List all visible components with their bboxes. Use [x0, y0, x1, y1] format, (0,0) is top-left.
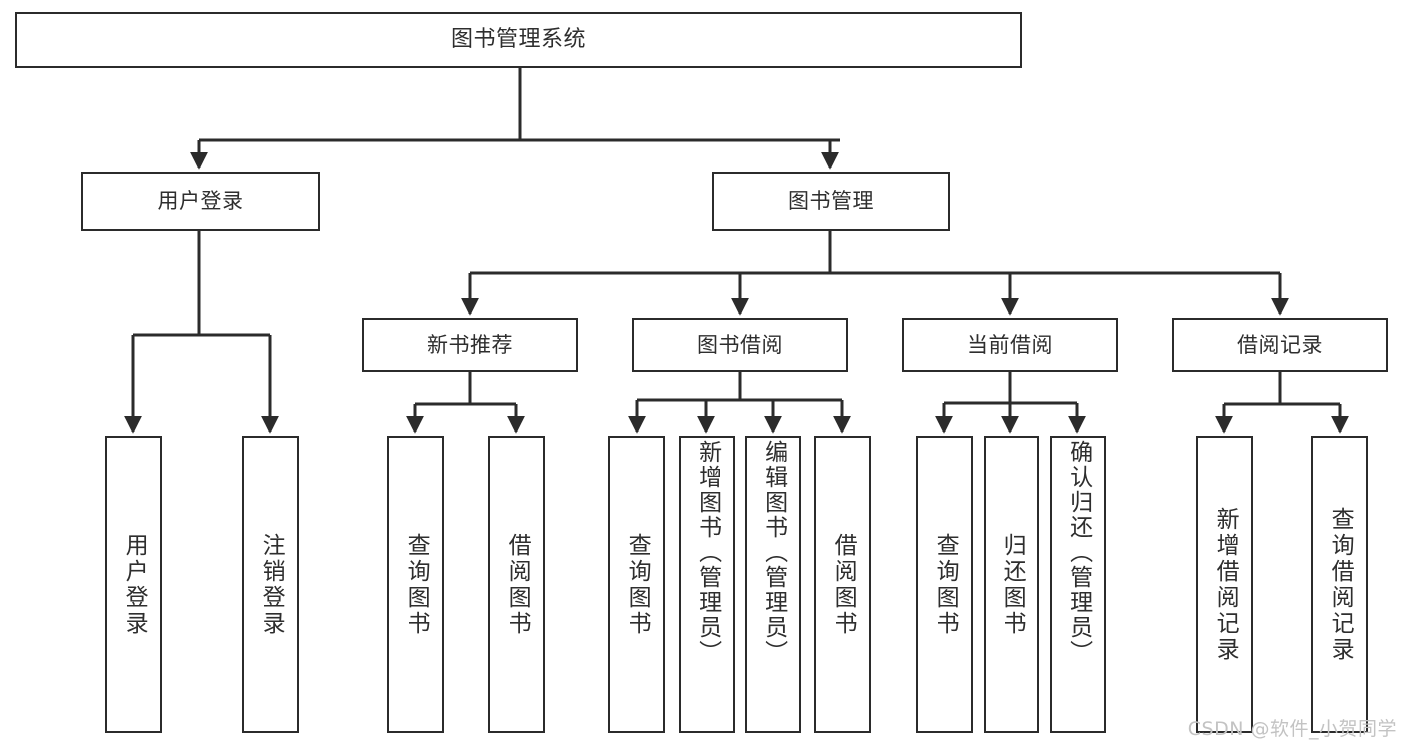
leaf-edit-book-admin-label: 编辑图书（管理员） — [760, 440, 787, 665]
leaf-query-book-recommend[interactable]: 查询图书 — [387, 436, 444, 733]
leaf-edit-book-admin[interactable]: 编辑图书（管理员） — [745, 436, 801, 733]
leaf-borrow-book[interactable]: 借阅图书 — [814, 436, 871, 733]
node-book-borrow-label: 图书借阅 — [697, 332, 783, 357]
leaf-logout[interactable]: 注销登录 — [242, 436, 299, 733]
leaf-add-book-admin-label: 新增图书（管理员） — [694, 440, 721, 665]
leaf-query-book-current[interactable]: 查询图书 — [916, 436, 973, 733]
node-book-management[interactable]: 图书管理 — [712, 172, 950, 231]
leaf-query-book-borrow[interactable]: 查询图书 — [608, 436, 665, 733]
leaf-borrow-book-recommend-label: 借阅图书 — [504, 532, 531, 637]
node-current-borrow-label: 当前借阅 — [967, 332, 1053, 357]
leaf-confirm-return-admin[interactable]: 确认归还（管理员） — [1050, 436, 1106, 733]
node-book-borrow[interactable]: 图书借阅 — [632, 318, 848, 372]
node-user-login-label: 用户登录 — [157, 189, 244, 213]
node-user-login[interactable]: 用户登录 — [81, 172, 320, 231]
node-root[interactable]: 图书管理系统 — [15, 12, 1022, 68]
node-borrow-record-label: 借阅记录 — [1237, 332, 1323, 357]
node-root-label: 图书管理系统 — [450, 27, 586, 52]
node-book-management-label: 图书管理 — [788, 189, 874, 213]
node-new-book-recommend[interactable]: 新书推荐 — [362, 318, 578, 372]
leaf-confirm-return-admin-label: 确认归还（管理员） — [1065, 440, 1092, 665]
leaf-query-book-current-label: 查询图书 — [932, 532, 959, 637]
leaf-return-book-label: 归还图书 — [999, 532, 1026, 637]
leaf-user-login-label: 用户登录 — [121, 532, 148, 637]
leaf-query-borrow-record-label: 查询借阅记录 — [1327, 506, 1354, 663]
node-borrow-record[interactable]: 借阅记录 — [1172, 318, 1388, 372]
leaf-add-borrow-record[interactable]: 新增借阅记录 — [1196, 436, 1253, 733]
leaf-return-book[interactable]: 归还图书 — [984, 436, 1039, 733]
leaf-query-book-recommend-label: 查询图书 — [403, 532, 430, 637]
leaf-add-book-admin[interactable]: 新增图书（管理员） — [679, 436, 735, 733]
leaf-user-login[interactable]: 用户登录 — [105, 436, 162, 733]
leaf-borrow-book-recommend[interactable]: 借阅图书 — [488, 436, 545, 733]
leaf-query-borrow-record[interactable]: 查询借阅记录 — [1311, 436, 1368, 733]
node-current-borrow[interactable]: 当前借阅 — [902, 318, 1118, 372]
node-new-book-recommend-label: 新书推荐 — [427, 332, 513, 357]
watermark: CSDN @软件_小贺同学 — [1187, 718, 1397, 740]
leaf-add-borrow-record-label: 新增借阅记录 — [1212, 506, 1239, 663]
leaf-logout-label: 注销登录 — [258, 532, 285, 637]
leaf-borrow-book-label: 借阅图书 — [830, 532, 857, 637]
leaf-query-book-borrow-label: 查询图书 — [624, 532, 651, 637]
